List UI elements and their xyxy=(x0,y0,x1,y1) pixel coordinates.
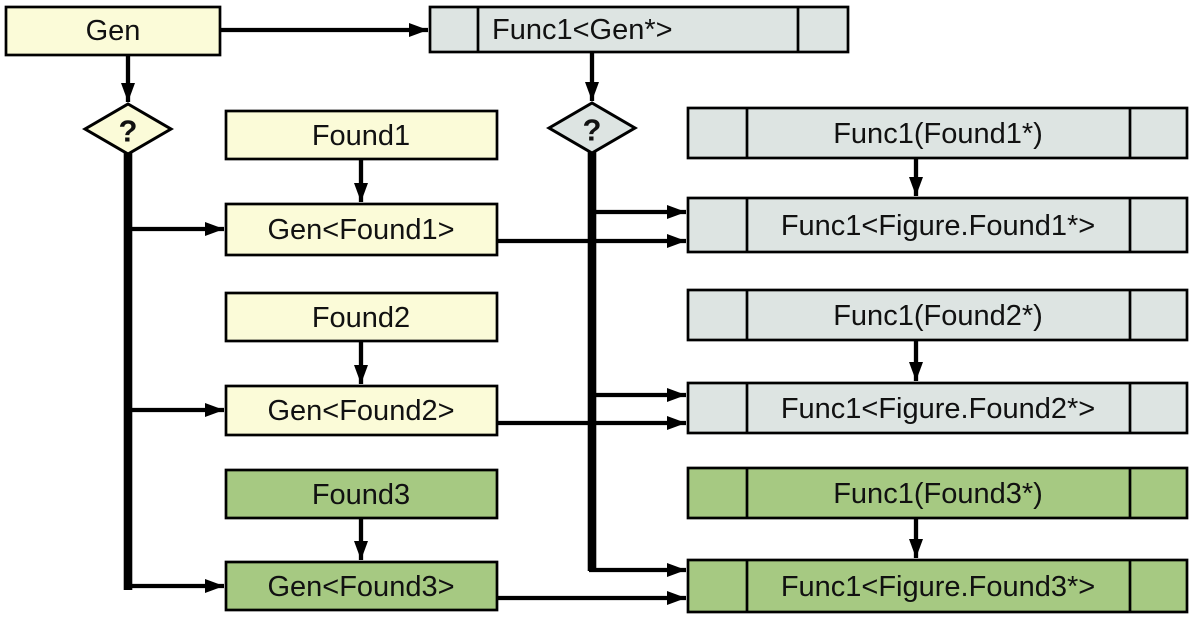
node-gen-label: Gen xyxy=(86,15,141,47)
node-func1-figure-found3 xyxy=(686,558,1189,614)
decision-left-diamond xyxy=(82,102,174,156)
node-func1-gen-label: Func1<Gen*> xyxy=(492,14,673,46)
node-func1-gen xyxy=(428,5,850,54)
node-gen xyxy=(4,5,222,57)
edge-layer xyxy=(121,23,923,605)
node-found3-label: Found3 xyxy=(312,479,410,511)
node-found1-label: Found1 xyxy=(312,120,410,152)
node-gen-found2 xyxy=(224,384,499,437)
node-found3 xyxy=(224,468,499,520)
node-func1-figure-found1-label: Func1<Figure.Found1*> xyxy=(781,210,1095,242)
node-func1-found1 xyxy=(686,106,1189,160)
node-found1 xyxy=(224,109,499,161)
node-func1-figure-found2 xyxy=(686,381,1189,435)
node-func1-found2 xyxy=(686,288,1189,342)
node-func1-figure-found3-label: Func1<Figure.Found3*> xyxy=(781,571,1095,603)
node-gen-found2-label: Gen<Found2> xyxy=(267,395,454,427)
decision-left-label: ? xyxy=(119,114,138,149)
node-found2 xyxy=(224,291,499,343)
node-func1-found3-label: Func1(Found3*) xyxy=(833,478,1043,510)
node-layer xyxy=(4,5,1189,614)
node-func1-found2-label: Func1(Found2*) xyxy=(833,300,1043,332)
node-gen-found3-label: Gen<Found3> xyxy=(267,571,454,603)
decision-right-label: ? xyxy=(583,113,602,148)
node-func1-found1-label: Func1(Found1*) xyxy=(833,118,1043,150)
node-gen-found3 xyxy=(224,560,499,612)
node-gen-found1-label: Gen<Found1> xyxy=(267,214,454,246)
node-func1-found3 xyxy=(686,466,1189,520)
node-func1-figure-found1 xyxy=(686,196,1189,254)
decision-right-diamond xyxy=(546,101,638,155)
node-found2-label: Found2 xyxy=(312,302,410,334)
label-layer: Gen Func1<Gen*> ? ? Found1 Gen<Found1> F… xyxy=(86,14,1096,603)
node-func1-figure-found2-label: Func1<Figure.Found2*> xyxy=(781,393,1095,425)
node-gen-found1 xyxy=(224,202,499,257)
